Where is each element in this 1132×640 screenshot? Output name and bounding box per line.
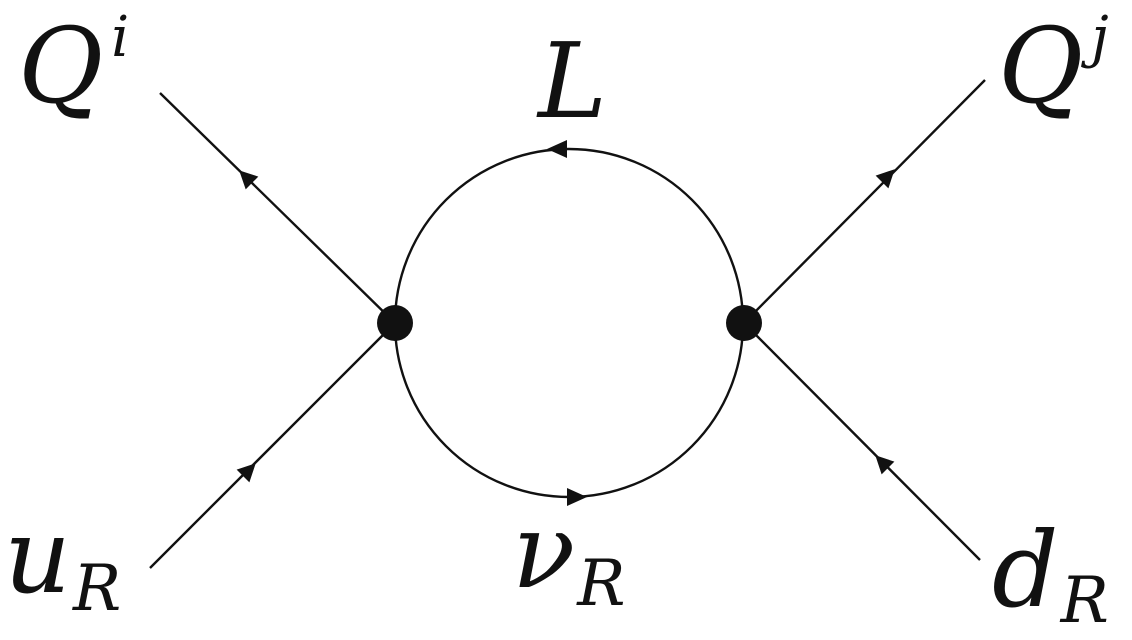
label-bottom-left-base: u — [4, 495, 71, 617]
leg-top-left — [159, 92, 396, 324]
label-top-left-base: Q — [18, 5, 103, 127]
leg-bottom-left — [149, 322, 396, 569]
label-bottom-right: dR — [992, 509, 1109, 638]
label-bottom-left: uR — [4, 495, 121, 626]
label-loop-top: L — [536, 20, 607, 142]
label-loop-bottom-base: ν — [512, 490, 575, 612]
arrow-top-left-icon — [239, 170, 259, 190]
vertex-left — [377, 305, 413, 341]
label-bottom-right-base: d — [992, 509, 1059, 631]
arrow-bottom-right-icon — [875, 455, 895, 475]
label-bottom-right-sub: R — [1060, 564, 1109, 638]
arrow-top-right-icon — [875, 169, 895, 189]
arrow-loop-top-icon — [547, 140, 567, 158]
arrow-loop-bottom-icon — [567, 488, 587, 506]
vertex-right — [726, 305, 762, 341]
label-top-right-sup: j — [1080, 5, 1108, 70]
label-loop-bottom-sub: R — [576, 547, 625, 621]
label-bottom-left-sub: R — [72, 552, 121, 626]
label-top-right-base: Q — [998, 5, 1083, 127]
leg-top-right — [743, 79, 986, 324]
label-top-left-sup: i — [111, 5, 129, 70]
fermion-loop — [393, 147, 745, 499]
label-loop-bottom: νR — [512, 490, 625, 621]
leg-bottom-right — [743, 322, 981, 561]
